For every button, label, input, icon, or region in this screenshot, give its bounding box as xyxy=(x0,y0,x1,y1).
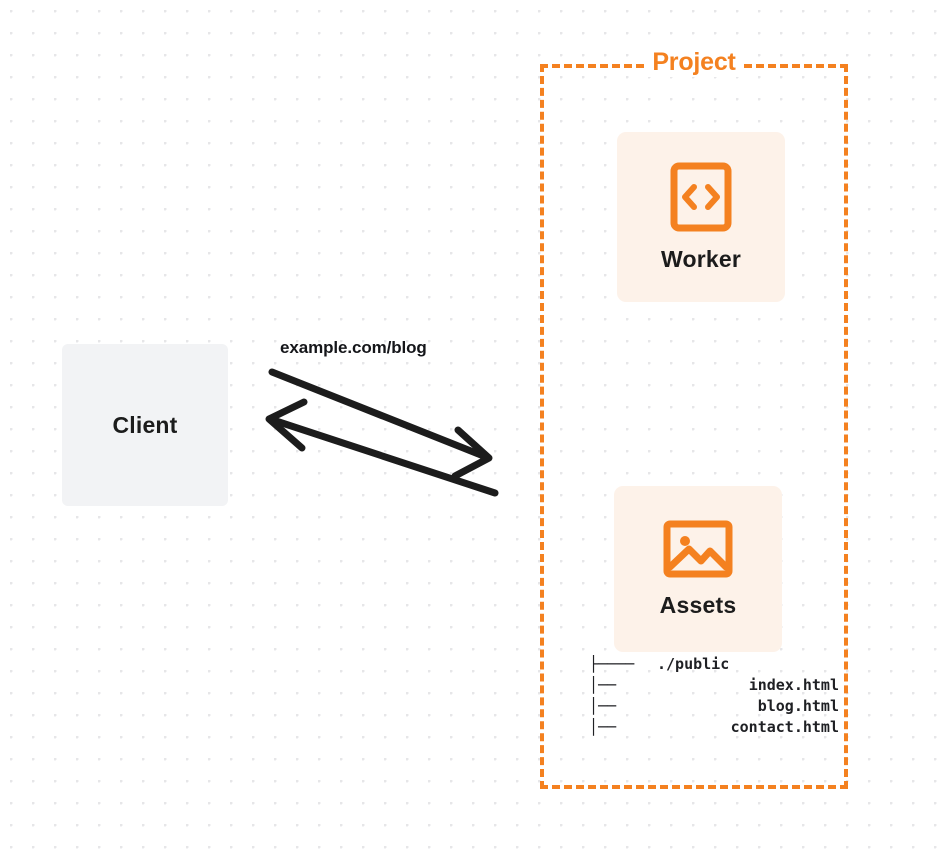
image-picture-icon xyxy=(663,520,733,578)
tree-branch-glyph: ├──── xyxy=(589,655,635,673)
tree-item-name: contact.html xyxy=(730,718,839,736)
assets-file-tree: ├──── ./public │── index.html │── blog.h… xyxy=(589,654,839,738)
tree-branch-glyph: │── xyxy=(589,676,617,694)
code-brackets-icon xyxy=(670,162,732,232)
tree-item-name: ./public xyxy=(657,655,730,673)
client-node-label: Client xyxy=(112,411,178,438)
request-response-arrows xyxy=(265,368,499,497)
response-arrow-icon xyxy=(265,398,499,497)
tree-item-name: index.html xyxy=(748,676,839,694)
client-node[interactable]: Client xyxy=(62,344,228,506)
file-tree-row: │── blog.html xyxy=(589,696,839,717)
assets-node[interactable]: Assets xyxy=(614,486,782,652)
file-tree-row: │── index.html xyxy=(589,675,839,696)
request-arrow-icon xyxy=(268,368,493,480)
file-tree-row: │── contact.html xyxy=(589,717,839,738)
tree-branch-glyph: │── xyxy=(589,718,617,736)
file-tree-row: ├──── ./public xyxy=(589,654,839,675)
project-container: Project Worker Assets xyxy=(540,48,848,789)
project-title: Project xyxy=(644,48,744,77)
tree-item-name: blog.html xyxy=(757,697,839,715)
request-url-label: example.com/blog xyxy=(280,338,427,357)
worker-node-label: Worker xyxy=(660,245,742,272)
tree-branch-glyph: │── xyxy=(589,697,617,715)
worker-node[interactable]: Worker xyxy=(617,132,785,302)
assets-node-label: Assets xyxy=(659,591,737,618)
